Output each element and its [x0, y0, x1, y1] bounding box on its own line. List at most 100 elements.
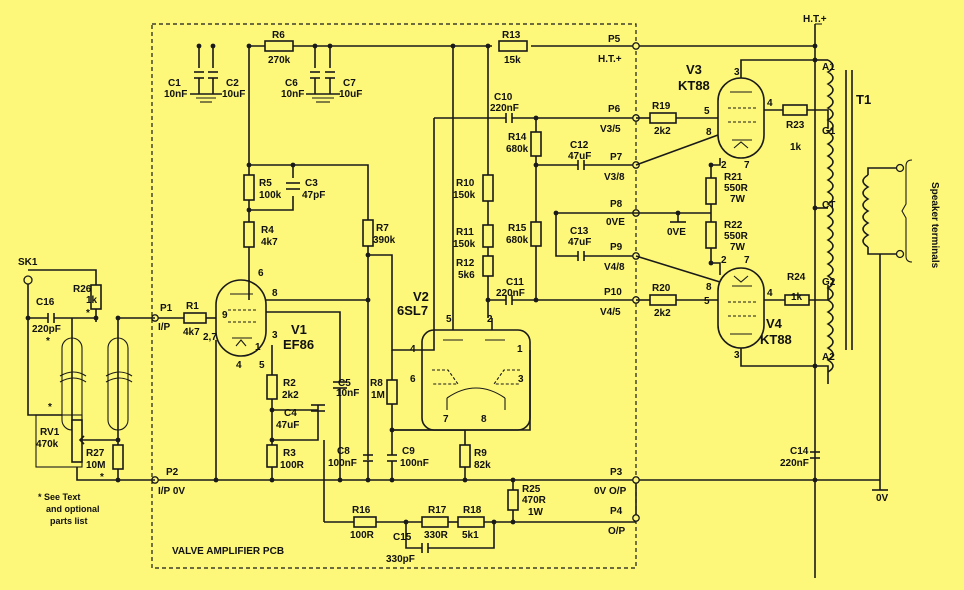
- v2-pin6: 6: [410, 374, 416, 385]
- pad-p3: [632, 476, 640, 484]
- r12-resistor: [482, 255, 494, 277]
- r19-resistor: [649, 112, 677, 124]
- v2-grid-wire: [368, 254, 422, 351]
- r10-value: 150k: [453, 190, 476, 201]
- c7-ref: C7: [343, 78, 356, 89]
- r21-rating: 7W: [730, 194, 746, 205]
- r2-value: 2k2: [282, 390, 299, 401]
- r18-resistor: [457, 516, 485, 528]
- t1-name: T1: [856, 92, 871, 107]
- output-pads: [632, 114, 640, 304]
- c10-ref: C10: [494, 92, 513, 103]
- c16-ref: C16: [36, 297, 55, 308]
- r9-wire: [392, 429, 466, 445]
- r27-resistor: [112, 444, 124, 470]
- c4-wire-2: [272, 411, 319, 441]
- c4-value: 47uF: [276, 420, 299, 431]
- c2-value: 10uF: [222, 89, 245, 100]
- v4-pin3: 3: [734, 350, 740, 361]
- pad-p8-sub: 0VE: [606, 217, 625, 228]
- screened-cable-left: [59, 318, 87, 431]
- v3-pin3: 3: [734, 67, 740, 78]
- r9-value: 82k: [474, 460, 491, 471]
- r25-value: 470R: [522, 495, 547, 506]
- r23-wire: [807, 109, 829, 128]
- r3-ref: R3: [283, 448, 296, 459]
- r2-ref: R2: [283, 378, 296, 389]
- r18-ref: R18: [463, 505, 482, 516]
- r19-ref: R19: [652, 101, 671, 112]
- v2-name: V2: [413, 289, 429, 304]
- r24-value: 1k: [791, 292, 803, 303]
- v2-pin4: 4: [410, 344, 416, 355]
- c1-c2-group: [190, 46, 222, 103]
- speaker-terminal-1: [895, 163, 905, 173]
- v1-pin8: 8: [272, 288, 278, 299]
- c6-ref: C6: [285, 78, 298, 89]
- v1-pin4: 4: [236, 360, 242, 371]
- v1-screen-wire: [266, 311, 341, 382]
- r4-value: 4k7: [261, 237, 278, 248]
- r5-resistor: [243, 174, 255, 201]
- v4-cathode-link: [635, 255, 721, 283]
- r17-resistor: [421, 516, 449, 528]
- r3-value: 100R: [280, 460, 305, 471]
- r11-resistor: [482, 224, 494, 248]
- t1-g2: G2: [822, 277, 836, 288]
- r19-value: 2k2: [654, 126, 671, 137]
- r11-value: 150k: [453, 239, 476, 250]
- r4-resistor: [243, 221, 255, 248]
- pad-p2-sub: I/P 0V: [158, 486, 185, 497]
- pad-p1-label: P1: [160, 303, 173, 314]
- r16-ref: R16: [352, 505, 371, 516]
- c11-ref: C11: [506, 277, 524, 288]
- r13-value: 15k: [504, 55, 521, 66]
- c12-ref: C12: [570, 140, 589, 151]
- c8-value: 100nF: [328, 458, 357, 469]
- r2-resistor: [266, 374, 278, 400]
- v4-name: V4: [766, 316, 783, 331]
- sk1-socket: [23, 275, 33, 285]
- c3-value: 47pF: [302, 190, 325, 201]
- v4-pin4: 4: [767, 288, 773, 299]
- c3-ref: C3: [305, 178, 318, 189]
- t1-transformer: [826, 59, 900, 373]
- pad-p5-label: P5: [608, 34, 621, 45]
- pad-p6-sub: V3/5: [600, 124, 621, 135]
- v2-pin8: 8: [481, 414, 487, 425]
- v3-cathode-wire: [710, 158, 721, 178]
- r12-value: 5k6: [458, 270, 475, 281]
- r7-ref: R7: [376, 223, 389, 234]
- r13-ref: R13: [502, 30, 521, 41]
- pad-p6-label: P6: [608, 104, 621, 115]
- c5-ref: C5: [338, 378, 351, 389]
- v1-type: EF86: [283, 337, 314, 352]
- c15-ref: C15: [393, 532, 412, 543]
- junction-dots: [25, 43, 818, 525]
- r12-ref: R12: [456, 258, 475, 269]
- v2-pin5: 5: [446, 314, 452, 325]
- v3-cathode-link: [635, 134, 719, 166]
- c13-wire-a: [555, 213, 578, 257]
- note-line-3: parts list: [50, 516, 88, 526]
- v2-valve: [421, 329, 531, 431]
- pad-p5-sub: H.T.+: [598, 54, 622, 65]
- v2-type: 6SL7: [397, 303, 428, 318]
- r26-mark: *: [86, 308, 90, 319]
- v4-anode-wire: [740, 348, 815, 367]
- r27-value: 10M: [86, 460, 105, 471]
- v2-grid-b-wire: [392, 350, 531, 431]
- r10-resistor: [482, 174, 494, 202]
- c15-wire-a: [405, 522, 422, 549]
- v3-pin4: 4: [767, 98, 773, 109]
- pad-p7-label: P7: [610, 152, 623, 163]
- sk1-label: SK1: [18, 257, 38, 268]
- c13-ref: C13: [570, 226, 589, 237]
- pcb-label: VALVE AMPLIFIER PCB: [172, 546, 284, 557]
- r18-value: 5k1: [462, 530, 479, 541]
- pad-p3-label: P3: [610, 467, 623, 478]
- c6-value: 10nF: [281, 89, 304, 100]
- v3-pin8: 8: [706, 127, 712, 138]
- c4-ref: C4: [284, 408, 297, 419]
